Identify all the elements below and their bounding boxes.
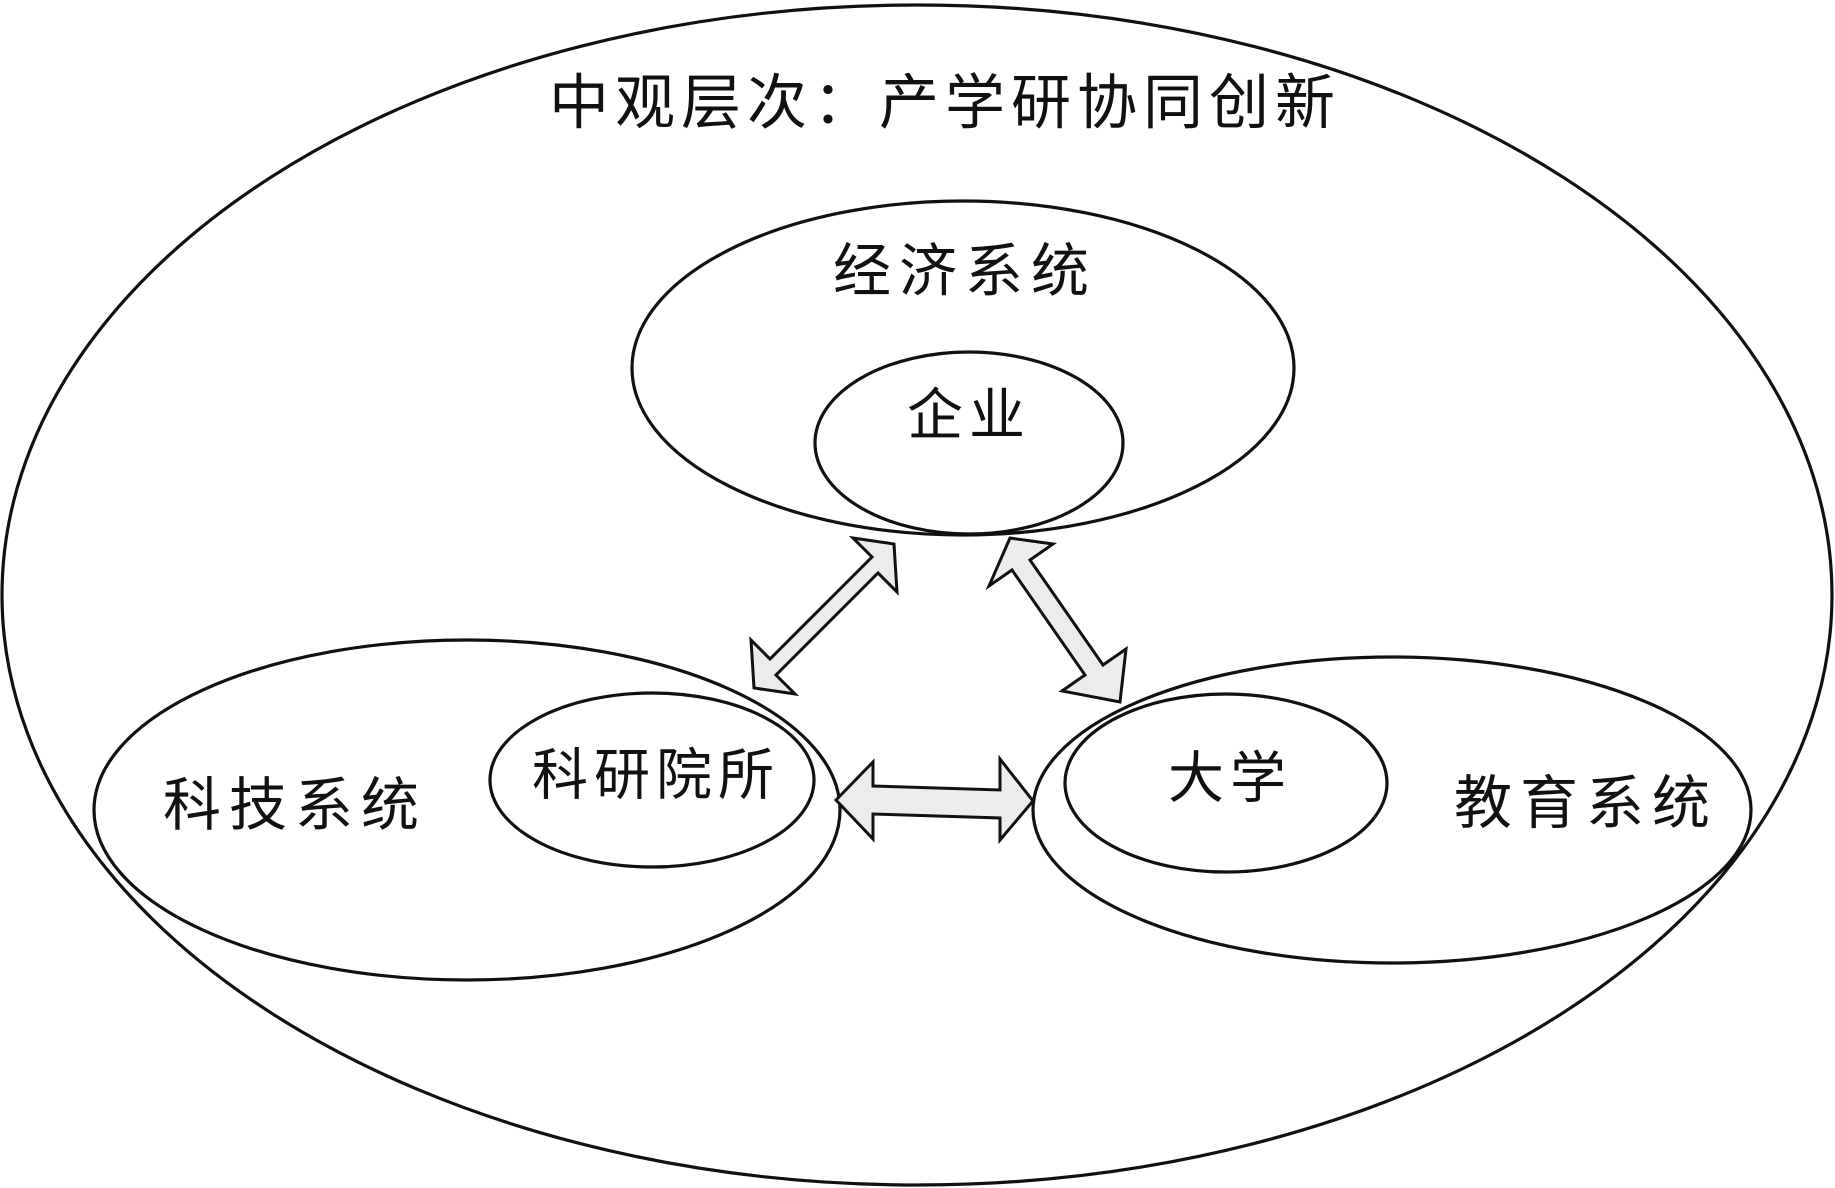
research-university-link-arrow <box>833 754 1035 845</box>
enterprise-ellipse <box>813 350 1125 536</box>
university-ellipse <box>1063 692 1389 874</box>
research-institute-ellipse <box>488 691 816 869</box>
enterprise-label: 企业 <box>907 384 1031 449</box>
meso-level-boundary <box>0 3 1834 1187</box>
research-institute-label: 科研院所 <box>532 744 780 809</box>
education-system-ellipse <box>1031 655 1753 965</box>
tech-system-ellipse <box>92 638 842 982</box>
education-system-label: 教育系统 <box>1454 769 1718 837</box>
economic-system-label: 经济系统 <box>833 237 1097 305</box>
enterprise-university-link-arrow <box>985 536 1128 704</box>
diagram-title: 中观层次：产学研协同创新 <box>549 69 1341 139</box>
enterprise-research-link-arrow <box>749 535 899 697</box>
tech-system-label: 科技系统 <box>163 771 427 839</box>
university-label: 大学 <box>1168 747 1292 812</box>
